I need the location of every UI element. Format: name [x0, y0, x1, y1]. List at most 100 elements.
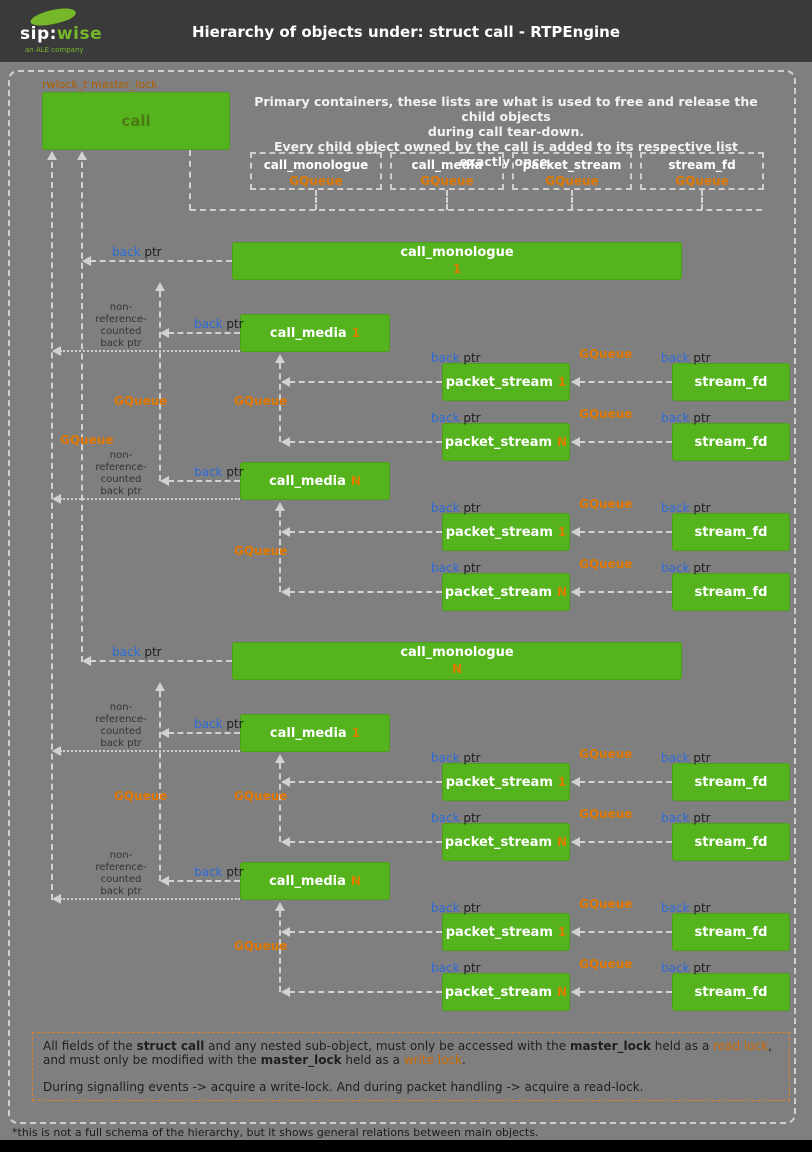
gqueue-label: GQueue [234, 789, 288, 803]
queue-name: packet_stream [522, 158, 622, 172]
node-label: packet_stream [444, 434, 553, 450]
connector [60, 498, 240, 500]
queue-type: GQueue [420, 174, 474, 188]
arrow-left-icon [52, 346, 61, 356]
back-ptr-label: back ptr [431, 561, 481, 575]
back-ptr-label: back ptr [661, 961, 711, 975]
note-line-1: All fields of the struct call and any ne… [43, 1039, 772, 1053]
node-label: stream_fd [694, 984, 768, 1000]
arrow-left-icon [160, 476, 169, 486]
connector [571, 190, 573, 210]
bottom-bar [0, 1140, 812, 1152]
gqueue-label: GQueue [579, 747, 633, 761]
connector [51, 162, 53, 900]
arrow-left-icon [160, 728, 169, 738]
back-ptr-label: back ptr [112, 645, 162, 659]
connector [579, 381, 672, 383]
node-label: packet_stream [444, 584, 553, 600]
page-title: Hierarchy of objects under: struct call … [191, 23, 621, 41]
gqueue-label: GQueue [114, 394, 168, 408]
header-bar: sip:wise an ALE company Hierarchy of obj… [0, 0, 812, 62]
gqueue-label: GQueue [114, 789, 168, 803]
connector [579, 591, 672, 593]
gqueue-label: GQueue [60, 433, 114, 447]
note-line-2: and must only be modified with the maste… [43, 1053, 466, 1067]
back-ptr-label: back ptr [431, 411, 481, 425]
connector [289, 441, 442, 443]
node-stream-fd: stream_fd [672, 513, 790, 551]
back-ptr-label: back ptr [194, 317, 244, 331]
connector [189, 150, 191, 210]
back-ptr-label: back ptr [431, 961, 481, 975]
arrow-left-icon [571, 837, 580, 847]
connector [289, 991, 442, 993]
node-label: stream_fd [694, 924, 768, 940]
connector [289, 381, 442, 383]
connector [279, 363, 281, 442]
back-ptr-label: back ptr [661, 561, 711, 575]
back-ptr-label: back ptr [431, 501, 481, 515]
node-index: 1 [557, 375, 567, 389]
queue-name: call_monologue [263, 158, 369, 172]
note-spacer [43, 1067, 779, 1080]
connector [579, 531, 672, 533]
connector [579, 841, 672, 843]
node-packet-stream: packet_stream N [442, 973, 570, 1011]
arrow-left-icon [571, 377, 580, 387]
node-stream-fd: stream_fd [672, 763, 790, 801]
connector [701, 190, 703, 210]
node-label: packet_stream [444, 984, 553, 1000]
sipwise-logo: sip:wise an ALE company [16, 4, 116, 60]
node-index: N [350, 474, 361, 488]
arrow-left-icon [571, 987, 580, 997]
connector [289, 931, 442, 933]
arrow-left-icon [52, 494, 61, 504]
node-label: stream_fd [694, 834, 768, 850]
connector [315, 190, 317, 210]
diagram-frame [8, 70, 796, 1124]
node-label: packet_stream [445, 774, 553, 790]
node-label: stream_fd [694, 584, 768, 600]
connector [279, 511, 281, 592]
back-ptr-label: back ptr [194, 465, 244, 479]
logo-text: sip:wise [20, 24, 102, 44]
node-index: 1 [351, 726, 361, 740]
queue-type: GQueue [545, 174, 599, 188]
node-index: N [557, 985, 568, 999]
node-label: stream_fd [694, 774, 768, 790]
node-stream-fd: stream_fd [672, 913, 790, 951]
node-label: stream_fd [694, 524, 768, 540]
node-stream-fd: stream_fd [672, 363, 790, 401]
connector [289, 531, 442, 533]
back-ptr-label: back ptr [661, 501, 711, 515]
logo-wise: wise [56, 24, 103, 44]
arrow-left-icon [281, 527, 290, 537]
arrow-left-icon [571, 587, 580, 597]
back-ptr-label: back ptr [661, 351, 711, 365]
node-label: stream_fd [694, 374, 768, 390]
arrow-left-icon [281, 377, 290, 387]
arrow-up-icon [155, 282, 165, 291]
node-stream-fd: stream_fd [672, 573, 790, 611]
arrow-left-icon [281, 927, 290, 937]
arrow-up-icon [275, 902, 285, 911]
back-ptr-label: back ptr [194, 865, 244, 879]
arrow-left-icon [281, 837, 290, 847]
node-stream-fd: stream_fd [672, 423, 790, 461]
note-line-3: During signalling events -> acquire a wr… [43, 1080, 644, 1094]
connector [159, 291, 161, 481]
back-ptr-label: back ptr [112, 245, 162, 259]
gqueue-label: GQueue [579, 497, 633, 511]
arrow-left-icon [571, 777, 580, 787]
node-label: call_media [269, 473, 346, 489]
